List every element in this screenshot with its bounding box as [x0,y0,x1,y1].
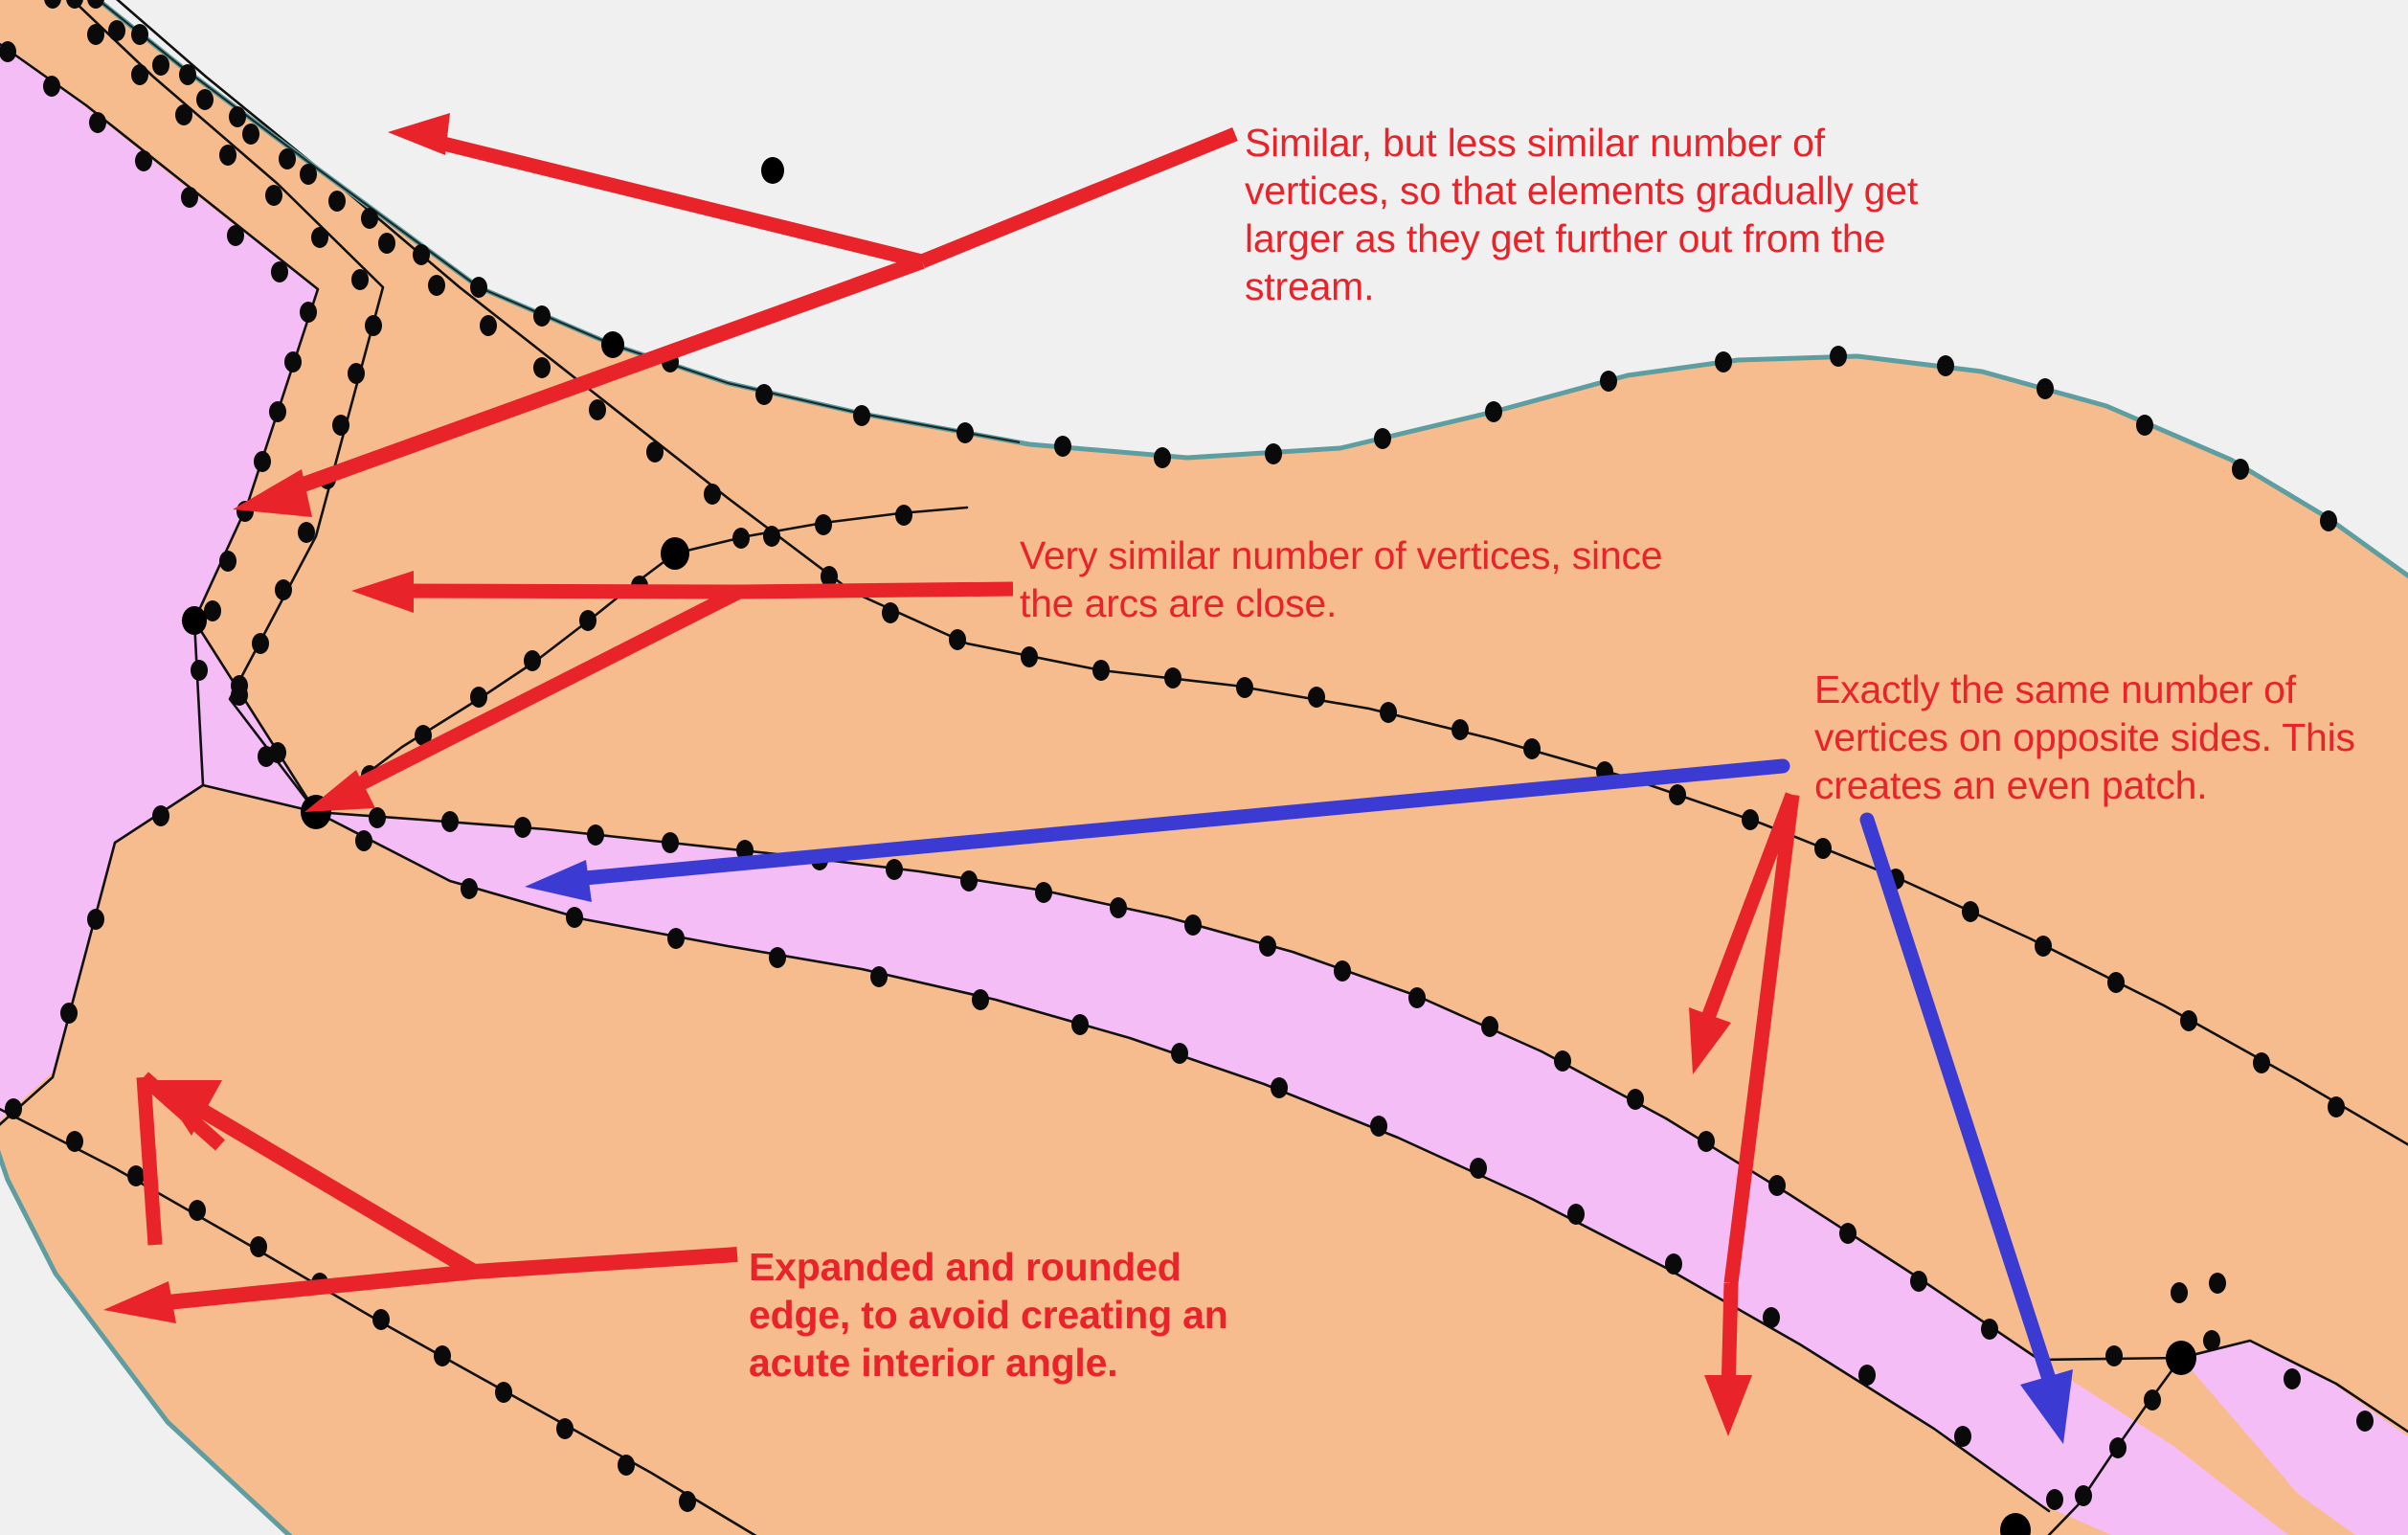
red-pointer-mid [304,571,1014,812]
stream-core-patch-fill [2181,1341,2408,1535]
annotation-top: Similar, but less similar number of vert… [1245,121,1919,309]
outer-boundary-stroke-lower [0,1149,293,1535]
arc-outer-1 [116,0,2408,1146]
stream-core-upper-fill [0,41,318,1120]
vertex-dots [0,0,2374,1512]
red-pointer-top [233,113,1238,517]
annotation-right: Exactly the same number of vertices on o… [1814,667,2355,808]
red-pointer-right [1689,792,1800,1436]
arc-pink-upper-wedge [0,619,205,1126]
arc-band-lower [201,783,2408,1433]
stream-core-band-fill [316,812,2288,1535]
blue-pointer [525,758,2073,1444]
annotation-middle: Very similar number of vertices, since t… [1020,533,1663,626]
annotation-bottom: Expanded and rounded edge, to avoid crea… [749,1245,1228,1386]
red-pointer-bottom [103,1072,738,1323]
